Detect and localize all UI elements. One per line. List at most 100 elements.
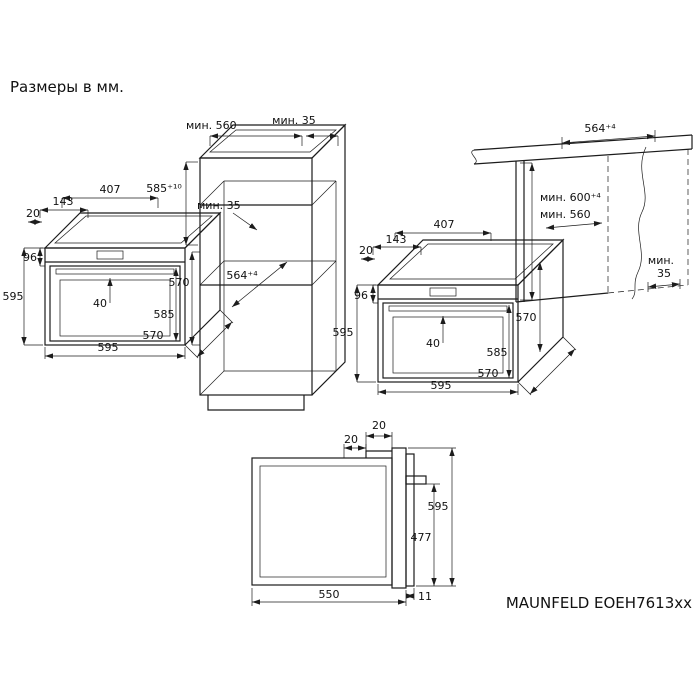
page-title: Размеры в мм. — [10, 78, 124, 96]
dim-tall-cabinet-niche-width: мин. 560 — [186, 119, 303, 146]
left-oven-drawing — [43, 211, 222, 346]
dim-base-cabinet-niche-height: мин. 600⁺⁴ — [520, 162, 601, 301]
svg-text:20: 20 — [26, 207, 40, 220]
dim-left-oven-top-front: 143 — [39, 195, 89, 218]
base-cabinet-bottom — [515, 292, 609, 303]
dim-left-oven-door-height: 585 — [154, 268, 179, 341]
dim-left-oven-top-depth: 407 — [61, 183, 159, 208]
left-oven-handle — [55, 268, 175, 275]
dim-base-cabinet-niche-depth: 564⁺⁴ — [561, 122, 656, 149]
svg-text:11: 11 — [418, 590, 432, 603]
dim-right-oven-depth: 570 — [478, 336, 577, 396]
dim-right-oven-height: 595 — [333, 284, 376, 383]
dim-section-bottom-gap: 11 — [405, 588, 432, 603]
svg-text:570: 570 — [169, 276, 190, 289]
dim-base-cabinet-niche-width: мин. 560 — [540, 208, 603, 230]
dim-right-oven-handle-clearance: 40 — [426, 316, 446, 350]
svg-text:407: 407 — [100, 183, 121, 196]
section-handle — [405, 475, 427, 485]
svg-text:564⁺⁴: 564⁺⁴ — [226, 269, 258, 282]
dim-tall-cabinet-rear-gap-inner: мин. 35 — [197, 199, 258, 231]
left-oven-side-face — [184, 211, 221, 346]
dim-left-oven-height: 595 — [3, 247, 43, 346]
countertop-bottom-edge — [473, 148, 693, 165]
svg-text:96: 96 — [23, 251, 37, 264]
model-label: MAUNFELD EOEH7613xx — [506, 594, 692, 612]
svg-text:мин. 600⁺⁴: мин. 600⁺⁴ — [540, 191, 601, 204]
dim-section-frame-gap: 20 — [365, 419, 393, 451]
svg-text:мин. 35: мин. 35 — [197, 199, 241, 212]
dim-right-oven-door-height: 585 — [487, 305, 512, 378]
svg-text:20: 20 — [359, 244, 373, 257]
svg-text:мин. 35: мин. 35 — [272, 114, 316, 127]
svg-text:570: 570 — [516, 311, 537, 324]
right-oven-handle — [388, 305, 508, 312]
left-oven-door — [49, 265, 181, 342]
dim-right-oven-top-front: 143 — [372, 233, 422, 255]
dim-right-oven-width: 595 — [377, 379, 519, 395]
countertop-top-edge — [473, 134, 693, 151]
dim-right-oven-panel-height: 96 — [354, 284, 378, 304]
dim-left-oven-panel-height: 96 — [23, 247, 45, 267]
left-oven-display — [96, 250, 124, 260]
svg-text:595: 595 — [333, 326, 354, 339]
svg-text:564⁺⁴: 564⁺⁴ — [584, 122, 616, 135]
right-oven-display — [429, 287, 457, 297]
section-door — [405, 453, 415, 587]
dim-right-oven-side-depth: 570 — [516, 262, 543, 352]
dim-left-oven-top-gap: 20 — [26, 207, 42, 225]
dim-tall-cabinet-rear-gap-top: мин. 35 — [272, 114, 339, 146]
svg-text:570: 570 — [478, 367, 499, 380]
dim-section-height: 595 — [408, 447, 456, 587]
svg-text:570: 570 — [143, 329, 164, 342]
section-body — [251, 457, 393, 586]
svg-text:585⁺¹⁰: 585⁺¹⁰ — [146, 182, 182, 195]
right-oven-door-glass — [392, 316, 504, 374]
right-oven-drawing — [376, 238, 565, 383]
right-oven-door — [382, 302, 514, 379]
svg-text:мин.: мин. — [648, 254, 674, 267]
svg-text:20: 20 — [344, 433, 358, 446]
dim-tall-cabinet-niche-depth: 564⁺⁴ — [226, 261, 288, 308]
svg-text:585: 585 — [154, 308, 175, 321]
dim-section-door-height: 477 — [411, 483, 440, 586]
svg-text:143: 143 — [53, 195, 74, 208]
tall-cabinet-side-face — [311, 123, 346, 396]
right-oven-front-face — [377, 284, 519, 383]
section-view-drawing — [251, 447, 427, 589]
section-front-frame — [391, 447, 407, 589]
dim-right-oven-top-depth: 407 — [394, 218, 492, 241]
svg-text:35: 35 — [657, 267, 671, 280]
dim-left-oven-width: 595 — [44, 341, 186, 359]
svg-text:143: 143 — [386, 233, 407, 246]
svg-text:96: 96 — [354, 289, 368, 302]
tall-cabinet-plinth — [207, 395, 305, 411]
dim-tall-cabinet-niche-height: 585⁺¹⁰ — [146, 161, 198, 246]
svg-text:40: 40 — [426, 337, 440, 350]
svg-text:595: 595 — [431, 379, 452, 392]
dim-tall-cabinet-inner-height: 570 — [169, 251, 200, 346]
dim-section-depth: 550 — [251, 588, 407, 606]
svg-text:мин. 560: мин. 560 — [540, 208, 591, 221]
countertop-torn-edge — [471, 149, 477, 165]
svg-text:407: 407 — [434, 218, 455, 231]
dim-left-oven-depth: 570 — [143, 309, 234, 359]
svg-text:585: 585 — [487, 346, 508, 359]
svg-text:477: 477 — [411, 531, 432, 544]
dim-right-oven-top-gap: 20 — [359, 244, 375, 262]
dim-base-cabinet-rear-gap: мин. 35 — [647, 254, 681, 292]
svg-text:мин. 560: мин. 560 — [186, 119, 237, 132]
svg-text:20: 20 — [372, 419, 386, 432]
svg-text:550: 550 — [319, 588, 340, 601]
left-oven-front-face — [44, 247, 186, 346]
tall-cabinet-drawing — [198, 123, 347, 411]
tall-cabinet-front — [199, 157, 313, 396]
dim-left-oven-handle-clearance: 40 — [93, 278, 113, 310]
svg-text:595: 595 — [98, 341, 119, 354]
svg-text:595: 595 — [428, 500, 449, 513]
left-oven-door-glass — [59, 279, 171, 337]
svg-text:40: 40 — [93, 297, 107, 310]
svg-text:595: 595 — [3, 290, 24, 303]
